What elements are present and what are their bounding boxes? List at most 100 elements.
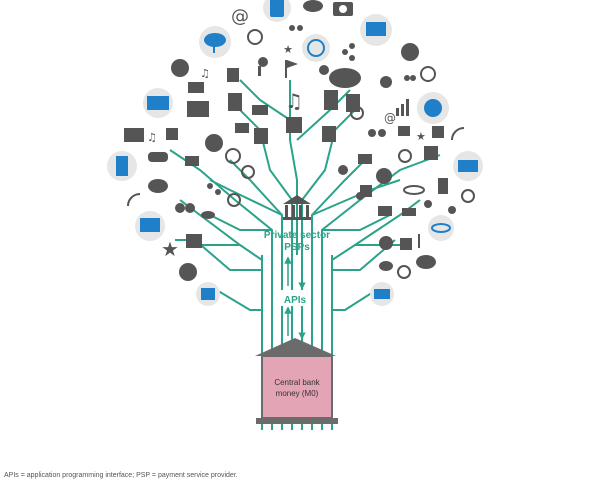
people-icon — [368, 129, 386, 137]
people-icon — [175, 203, 195, 213]
bulb-icon — [338, 165, 348, 175]
svg-text:@: @ — [384, 111, 396, 125]
phone-icon — [263, 0, 291, 22]
thumbs-up-icon — [227, 68, 239, 82]
svg-text:♫: ♫ — [147, 131, 157, 144]
atom-icon — [428, 215, 454, 241]
server-icon — [196, 282, 220, 306]
clock-icon — [227, 193, 241, 207]
chart-monitor-icon — [360, 14, 392, 46]
psp-label-line2: PSPs — [284, 242, 310, 253]
cloud-upload-icon — [201, 211, 215, 219]
tablet-icon — [107, 151, 137, 181]
server-icon — [324, 90, 338, 110]
psp-label-line1: Private sector — [264, 230, 330, 241]
id-card-icon — [143, 88, 173, 118]
mail-icon — [235, 123, 249, 133]
gear-icon — [417, 92, 449, 124]
api-arrows — [284, 256, 306, 340]
people-icon — [404, 75, 416, 81]
monitor-icon — [187, 101, 209, 117]
clock-icon — [247, 29, 263, 45]
music-icon: ♫ — [200, 67, 210, 80]
music-icon: ♫ — [147, 131, 157, 144]
music-icon: ♫ — [285, 89, 303, 113]
gamepad-icon — [148, 152, 168, 162]
chat-icon — [252, 105, 268, 115]
people-icon — [289, 25, 303, 31]
svg-text:★: ★ — [161, 237, 179, 261]
people-icon — [360, 190, 364, 194]
chart-monitor-icon — [124, 128, 144, 142]
globe-icon — [171, 59, 189, 77]
puzzle-icon — [432, 126, 444, 138]
star-icon: ★ — [416, 130, 426, 143]
lock-icon — [400, 238, 412, 250]
tv-icon — [378, 206, 392, 216]
gear-icon — [424, 200, 432, 208]
puzzle-icon — [360, 185, 372, 197]
central-bank-line1: Central bank — [274, 378, 320, 387]
cloud-upload-icon — [329, 68, 361, 88]
bar-chart-icon — [396, 99, 409, 116]
handshake-icon — [303, 0, 323, 12]
mail-icon — [188, 82, 204, 93]
search-icon — [241, 165, 255, 179]
api-label: APIs — [284, 295, 307, 306]
monitor-icon — [358, 154, 372, 164]
power-icon — [397, 265, 411, 279]
gear-icon — [319, 65, 329, 75]
svg-text:♫: ♫ — [200, 67, 210, 80]
central-bank-line2: money (M0) — [276, 389, 319, 398]
document-icon — [186, 234, 202, 248]
clock-icon — [302, 34, 330, 62]
location-icon — [380, 76, 392, 88]
globe-icon — [376, 168, 392, 184]
footnote: APIs = application programming interface… — [4, 472, 238, 479]
cloud-network-icon — [199, 26, 231, 58]
svg-text:★: ★ — [416, 130, 426, 143]
svg-text:★: ★ — [283, 43, 293, 56]
wifi-icon — [127, 193, 141, 207]
svg-text:♫: ♫ — [285, 89, 303, 113]
star-icon: ★ — [161, 237, 179, 261]
gear-icon — [379, 236, 393, 250]
key-icon — [258, 57, 268, 76]
puzzle-icon — [166, 128, 178, 140]
atom-icon — [403, 185, 425, 195]
bank-icon — [398, 126, 410, 136]
globe-icon — [448, 206, 456, 214]
star-icon: ★ — [283, 43, 293, 56]
at-icon: @ — [231, 6, 249, 27]
power-icon — [461, 189, 475, 203]
document-icon — [424, 146, 438, 160]
chat-icon — [148, 179, 168, 193]
globe-icon — [401, 43, 419, 61]
power-icon — [420, 66, 436, 82]
wallet-icon — [135, 211, 165, 241]
phone-icon — [438, 178, 448, 194]
wifi-icon — [451, 127, 465, 141]
network-icon — [207, 183, 221, 195]
svg-text:@: @ — [231, 6, 249, 27]
refresh-icon — [225, 148, 241, 164]
network-icon — [342, 43, 355, 61]
chat-icon — [379, 261, 393, 271]
chat-icon — [416, 255, 436, 269]
search-icon — [398, 149, 412, 163]
central-bank-building — [255, 338, 338, 424]
globe-icon — [205, 134, 223, 152]
gear-icon — [179, 263, 197, 281]
chat-icon — [185, 156, 199, 166]
api-label-bg — [279, 290, 311, 306]
icon-cluster: @ ★ ♫ ♫ @ ♫ — [107, 0, 483, 306]
lock-icon — [254, 128, 268, 144]
clipboard-icon — [228, 93, 242, 111]
camera-icon — [333, 2, 353, 16]
network-icon — [370, 282, 394, 306]
lock-icon — [322, 126, 336, 142]
puzzle-icon — [286, 117, 302, 133]
flag-icon — [285, 60, 298, 78]
at-icon: @ — [384, 111, 396, 125]
